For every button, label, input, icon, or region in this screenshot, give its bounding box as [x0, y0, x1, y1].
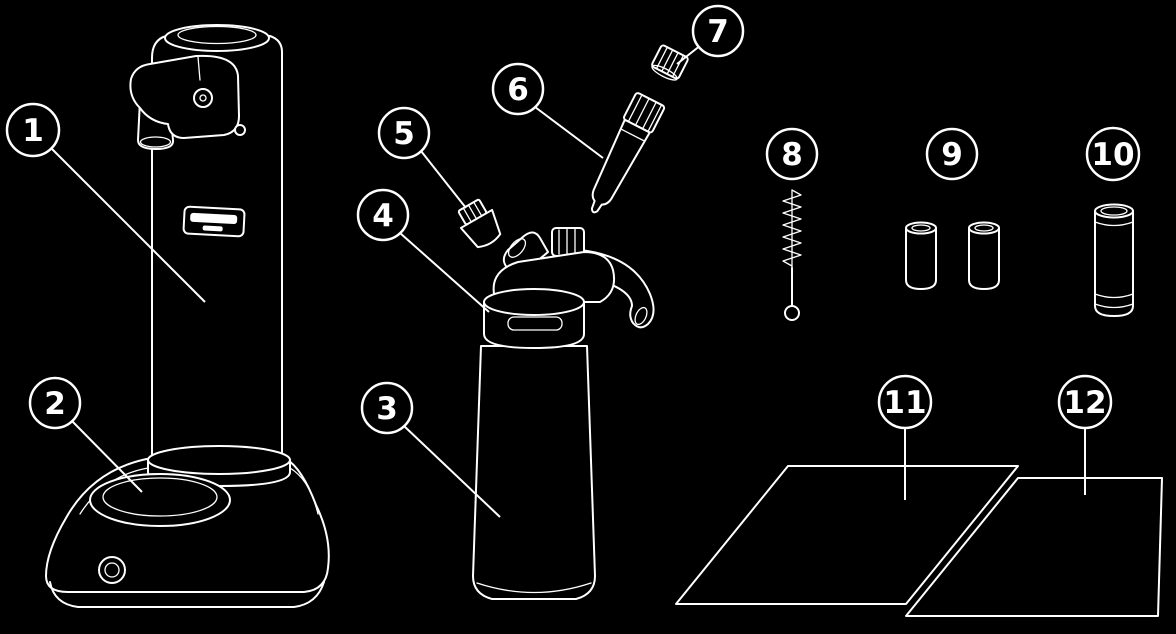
- callout-7: 7: [676, 4, 745, 65]
- sleeve-right: [968, 221, 1000, 290]
- callout-9-label: 9: [941, 137, 963, 173]
- machine-collar: [147, 445, 291, 475]
- whipper-lever-tip: [634, 306, 648, 326]
- callout-3: 3: [360, 381, 501, 518]
- machine-base-rim: [49, 581, 325, 608]
- part-decorating-tip: [457, 198, 502, 249]
- callout-3-label: 3: [376, 391, 398, 427]
- whipper-socket-opening: [507, 238, 527, 258]
- part-nozzle-cap: [651, 44, 689, 81]
- callout-10-label: 10: [1091, 137, 1134, 173]
- machine-head-screw: [234, 124, 246, 136]
- machine-base-button-inner: [104, 562, 120, 578]
- callout-12: 12: [1057, 374, 1113, 495]
- whipper-bottle-foot: [476, 582, 592, 594]
- callout-11: 11: [877, 374, 933, 500]
- machine-tower: [151, 35, 283, 463]
- sleeve-left: [905, 221, 937, 290]
- machine-head-button: [193, 88, 213, 108]
- callout-2: 2: [28, 376, 143, 493]
- machine-base-ridge-right: [289, 467, 319, 515]
- machine-spout-opening: [139, 136, 172, 148]
- part-head-collar: [483, 288, 585, 349]
- machine-head-button-dot: [199, 94, 207, 102]
- callout-9: 9: [925, 127, 979, 181]
- callout-5-label: 5: [393, 116, 415, 152]
- callout-11-label: 11: [883, 385, 926, 421]
- callout-6: 6: [491, 62, 604, 159]
- nozzle-assembly: [590, 44, 689, 214]
- machine-head: [129, 54, 240, 139]
- part-drip-tray: [89, 473, 231, 527]
- callout-12-label: 12: [1063, 385, 1106, 421]
- whipper-bottle: [472, 345, 596, 600]
- part-mat-1: [675, 465, 1019, 605]
- part-machine-stand: [45, 24, 330, 608]
- machine-base-button: [98, 556, 126, 584]
- callout-4-label: 4: [372, 198, 394, 234]
- callout-7-label: 7: [707, 14, 729, 50]
- machine-lid-inner: [177, 25, 257, 45]
- callout-6-label: 6: [507, 72, 529, 108]
- callout-1-label: 1: [22, 113, 44, 149]
- part-whipper: [472, 227, 655, 600]
- machine-lid: [164, 24, 270, 52]
- callout-1: 1: [5, 102, 206, 303]
- callout-4: 4: [356, 188, 490, 313]
- callout-5: 5: [377, 106, 467, 209]
- part-cleaning-brush: [782, 189, 802, 321]
- part-charger: [1094, 203, 1134, 317]
- callout-2-label: 2: [44, 386, 66, 422]
- callout-8: 8: [765, 127, 819, 181]
- callout-8-label: 8: [781, 137, 803, 173]
- machine-head-seam: [197, 56, 201, 81]
- callout-10: 10: [1085, 126, 1141, 182]
- part-sleeves: [905, 221, 1000, 290]
- part-mat-2: [905, 477, 1163, 617]
- machine-badge: [182, 205, 246, 238]
- whipper-top-knob-ribs: [558, 228, 576, 256]
- part-decorator-nozzle: [590, 92, 666, 214]
